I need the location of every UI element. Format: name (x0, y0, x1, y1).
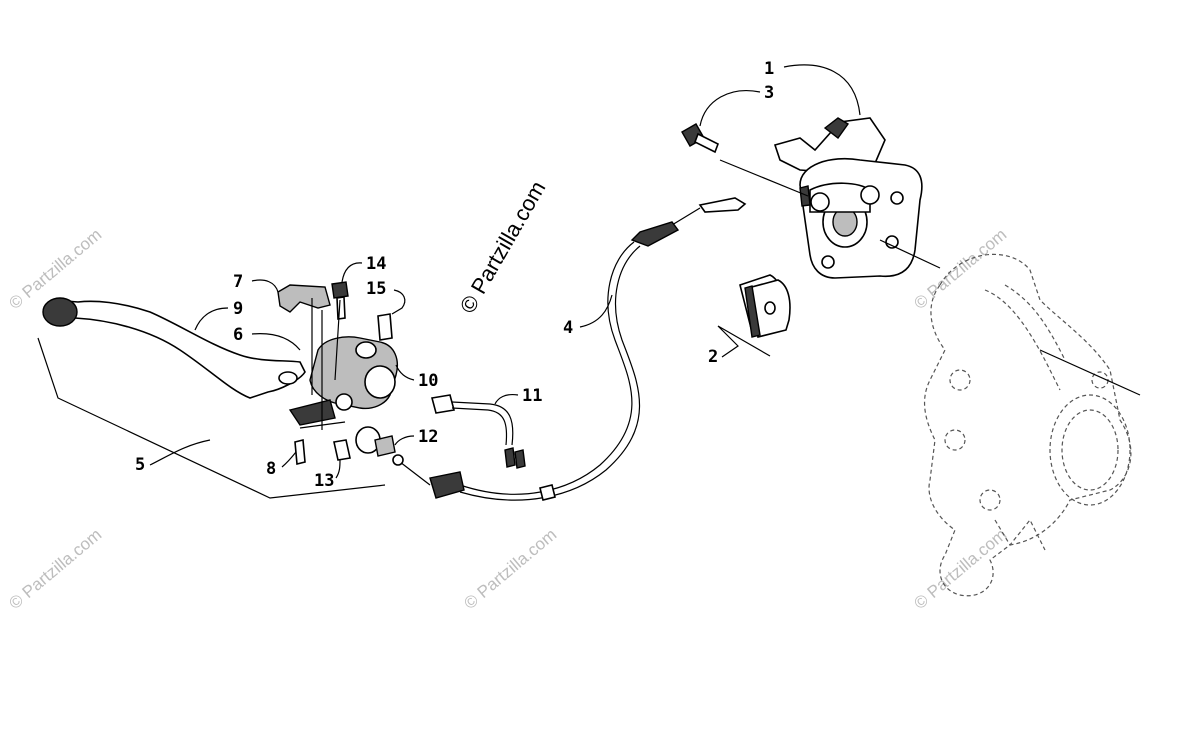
callout-label: 15 (366, 279, 386, 299)
callout-6: 6 (233, 325, 301, 351)
caliper-bolt (681, 123, 720, 154)
callout-13: 13 (314, 459, 341, 491)
brake-caliper (719, 117, 941, 279)
callout-label: 14 (366, 254, 386, 274)
watermark-main: © Partzilla.com (455, 177, 551, 318)
callout-label: 6 (233, 325, 243, 345)
brake-pads (739, 274, 791, 338)
callout-label: 7 (233, 272, 243, 292)
faint-watermarks: © Partzilla.com © Partzilla.com © Partzi… (5, 225, 1010, 613)
watermark-faint: © Partzilla.com (910, 525, 1010, 613)
callout-14: 14 (341, 254, 386, 283)
watermark-faint: © Partzilla.com (910, 225, 1010, 313)
callout-label: 13 (314, 471, 334, 491)
callout-11: 11 (494, 386, 542, 406)
callout-label: 3 (764, 83, 774, 103)
brake-cable (392, 197, 747, 501)
steering-knuckle (924, 253, 1141, 597)
callout-label: 4 (563, 318, 573, 338)
callout-4: 4 (563, 294, 613, 338)
callout-5: 5 (37, 337, 386, 499)
callout-label: 10 (418, 371, 438, 391)
callout-7: 7 (233, 272, 279, 293)
callout-label: 1 (764, 59, 774, 79)
callout-label: 2 (708, 347, 718, 367)
callout-9: 9 (194, 299, 243, 331)
callout-12: 12 (394, 427, 438, 447)
callout-8: 8 (266, 451, 297, 479)
callout-label: 12 (418, 427, 438, 447)
brake-switch-wire (431, 394, 526, 469)
callout-1: 1 (764, 59, 861, 116)
watermark-faint: © Partzilla.com (460, 525, 560, 613)
callout-label: 11 (522, 386, 542, 406)
callout-2: 2 (708, 325, 771, 367)
callout-label: 9 (233, 299, 243, 319)
callout-label: 8 (266, 459, 276, 479)
callout-10: 10 (395, 364, 438, 391)
callout-3: 3 (699, 83, 774, 127)
watermark-faint: © Partzilla.com (5, 525, 105, 613)
callout-15: 15 (366, 279, 406, 315)
callout-label: 5 (135, 455, 145, 475)
brake-lever-assembly (42, 281, 398, 466)
